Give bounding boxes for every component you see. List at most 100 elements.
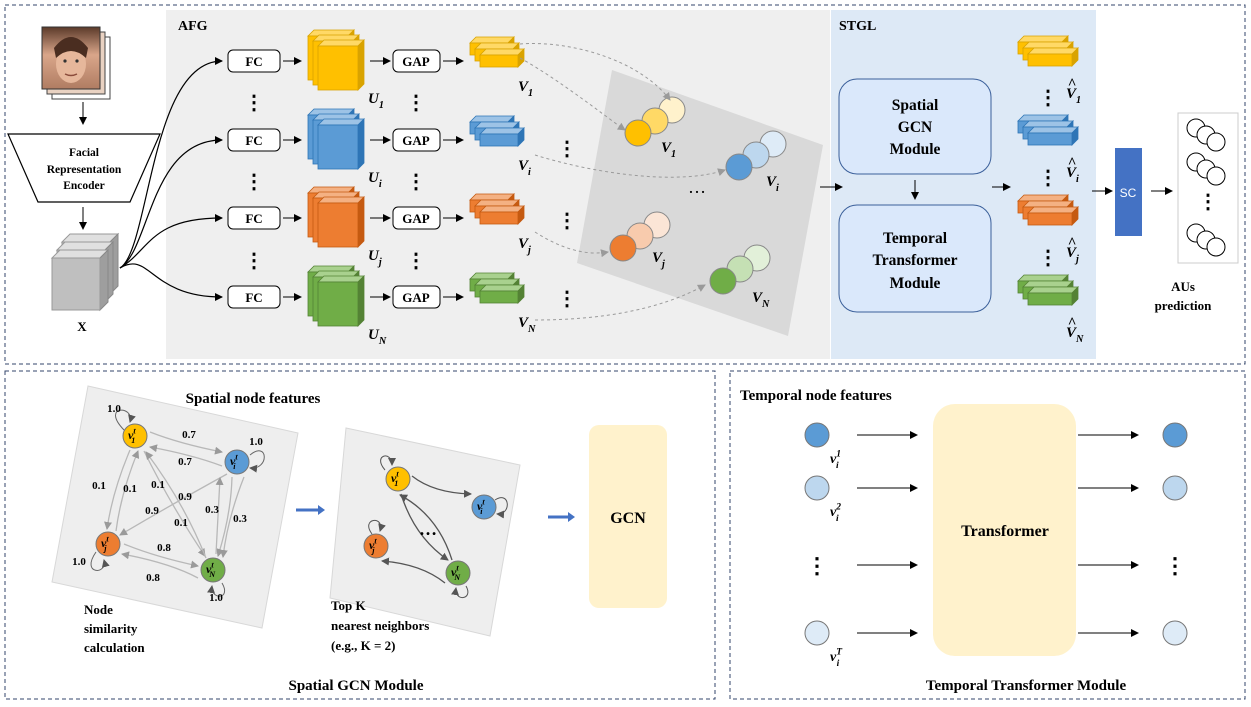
transformer-label: Transformer	[961, 523, 1049, 540]
v-feature-plates	[469, 36, 525, 68]
temporal-panel-caption: Temporal Transformer Module	[926, 678, 1127, 694]
self-loop	[207, 582, 225, 597]
vertical-ellipsis: ⋮	[406, 250, 426, 272]
fc-box	[227, 206, 281, 230]
v-feature-plates	[469, 115, 525, 147]
v-label: VN	[518, 315, 536, 335]
topk-edge	[400, 493, 449, 561]
edge-weight: 0.3	[205, 504, 219, 516]
v-feature-plates	[469, 193, 525, 225]
temporal-output-3	[1078, 620, 1188, 646]
face-image-stack	[41, 26, 111, 100]
topk-edge	[411, 475, 472, 498]
dashed-link	[519, 43, 671, 101]
stgl-output-label: VN	[1066, 325, 1084, 345]
v-label: V1	[518, 79, 533, 99]
v-label: Vj	[518, 236, 531, 256]
u-feature-cubes	[307, 265, 365, 327]
edge-weight: 0.9	[178, 491, 192, 503]
u-label: Uj	[368, 248, 382, 268]
node-group-label: Vi	[766, 174, 779, 194]
node-group-label: V1	[661, 140, 676, 160]
edge-weight: 0.7	[182, 429, 196, 441]
topk-plane	[329, 427, 521, 637]
sc-label: SC	[1120, 186, 1137, 200]
node-group-label: VN	[752, 290, 770, 310]
fc-box	[227, 285, 281, 309]
edge-weight: 1.0	[209, 592, 223, 604]
gap-label: GAP	[402, 211, 430, 226]
vertical-ellipsis: ⋮	[557, 138, 577, 160]
temporal-transformer-module-box	[838, 204, 992, 313]
node-plane-ellipsis: …	[688, 177, 706, 197]
self-loop	[90, 551, 110, 571]
spatial-panel-caption: Spatial GCN Module	[288, 678, 423, 694]
feature-map-label: X	[77, 319, 87, 334]
spatial-gcn-module-box	[838, 78, 992, 175]
node-group-3: Vj	[609, 211, 671, 270]
self-loop	[380, 455, 396, 471]
stgl-output-label: Vj	[1066, 245, 1079, 265]
gap-box	[392, 49, 441, 73]
edge-weight: 0.7	[178, 456, 192, 468]
node-group-label: Vj	[652, 250, 665, 270]
edge-weight: 0.1	[174, 517, 188, 529]
topk-edge	[399, 494, 453, 561]
encoder-trapezoid	[7, 133, 161, 203]
graph-edge	[216, 476, 233, 557]
u-feature-cubes	[307, 186, 365, 248]
fc-label: FC	[245, 54, 262, 69]
self-loop	[249, 450, 265, 473]
stgl-output-4: VN^	[1017, 274, 1084, 345]
temporal-output-1	[1078, 422, 1188, 448]
vertical-ellipsis: ⋮	[406, 92, 426, 114]
vertical-ellipsis: ⋮	[406, 171, 426, 193]
stgl-output-label: Vi	[1066, 165, 1079, 185]
top-panel-border	[4, 4, 1246, 365]
stgl-output-2: Vi^	[1017, 114, 1079, 185]
branch-curve	[119, 214, 223, 269]
u-feature-cubes	[307, 108, 365, 170]
vertical-ellipsis: ⋮	[1038, 87, 1058, 109]
similarity-plane	[51, 385, 299, 629]
x-slice	[50, 248, 110, 312]
graph-edge	[219, 476, 245, 558]
afg-title: AFG	[178, 19, 208, 34]
graph-edge	[149, 431, 223, 455]
node-group-2: Vi	[725, 130, 787, 194]
fc-label: FC	[245, 133, 262, 148]
au-circle-group	[1186, 223, 1226, 257]
graph-edge	[149, 444, 223, 467]
stgl-output-1: V1^	[1017, 35, 1081, 106]
hat-mark: ^	[1068, 316, 1077, 332]
au-circle-group	[1186, 152, 1226, 186]
node-group-4: VN	[709, 244, 771, 310]
dashed-link	[534, 231, 609, 258]
graph-edge	[104, 449, 131, 530]
gap-box	[392, 128, 441, 152]
dashed-link	[534, 284, 706, 321]
